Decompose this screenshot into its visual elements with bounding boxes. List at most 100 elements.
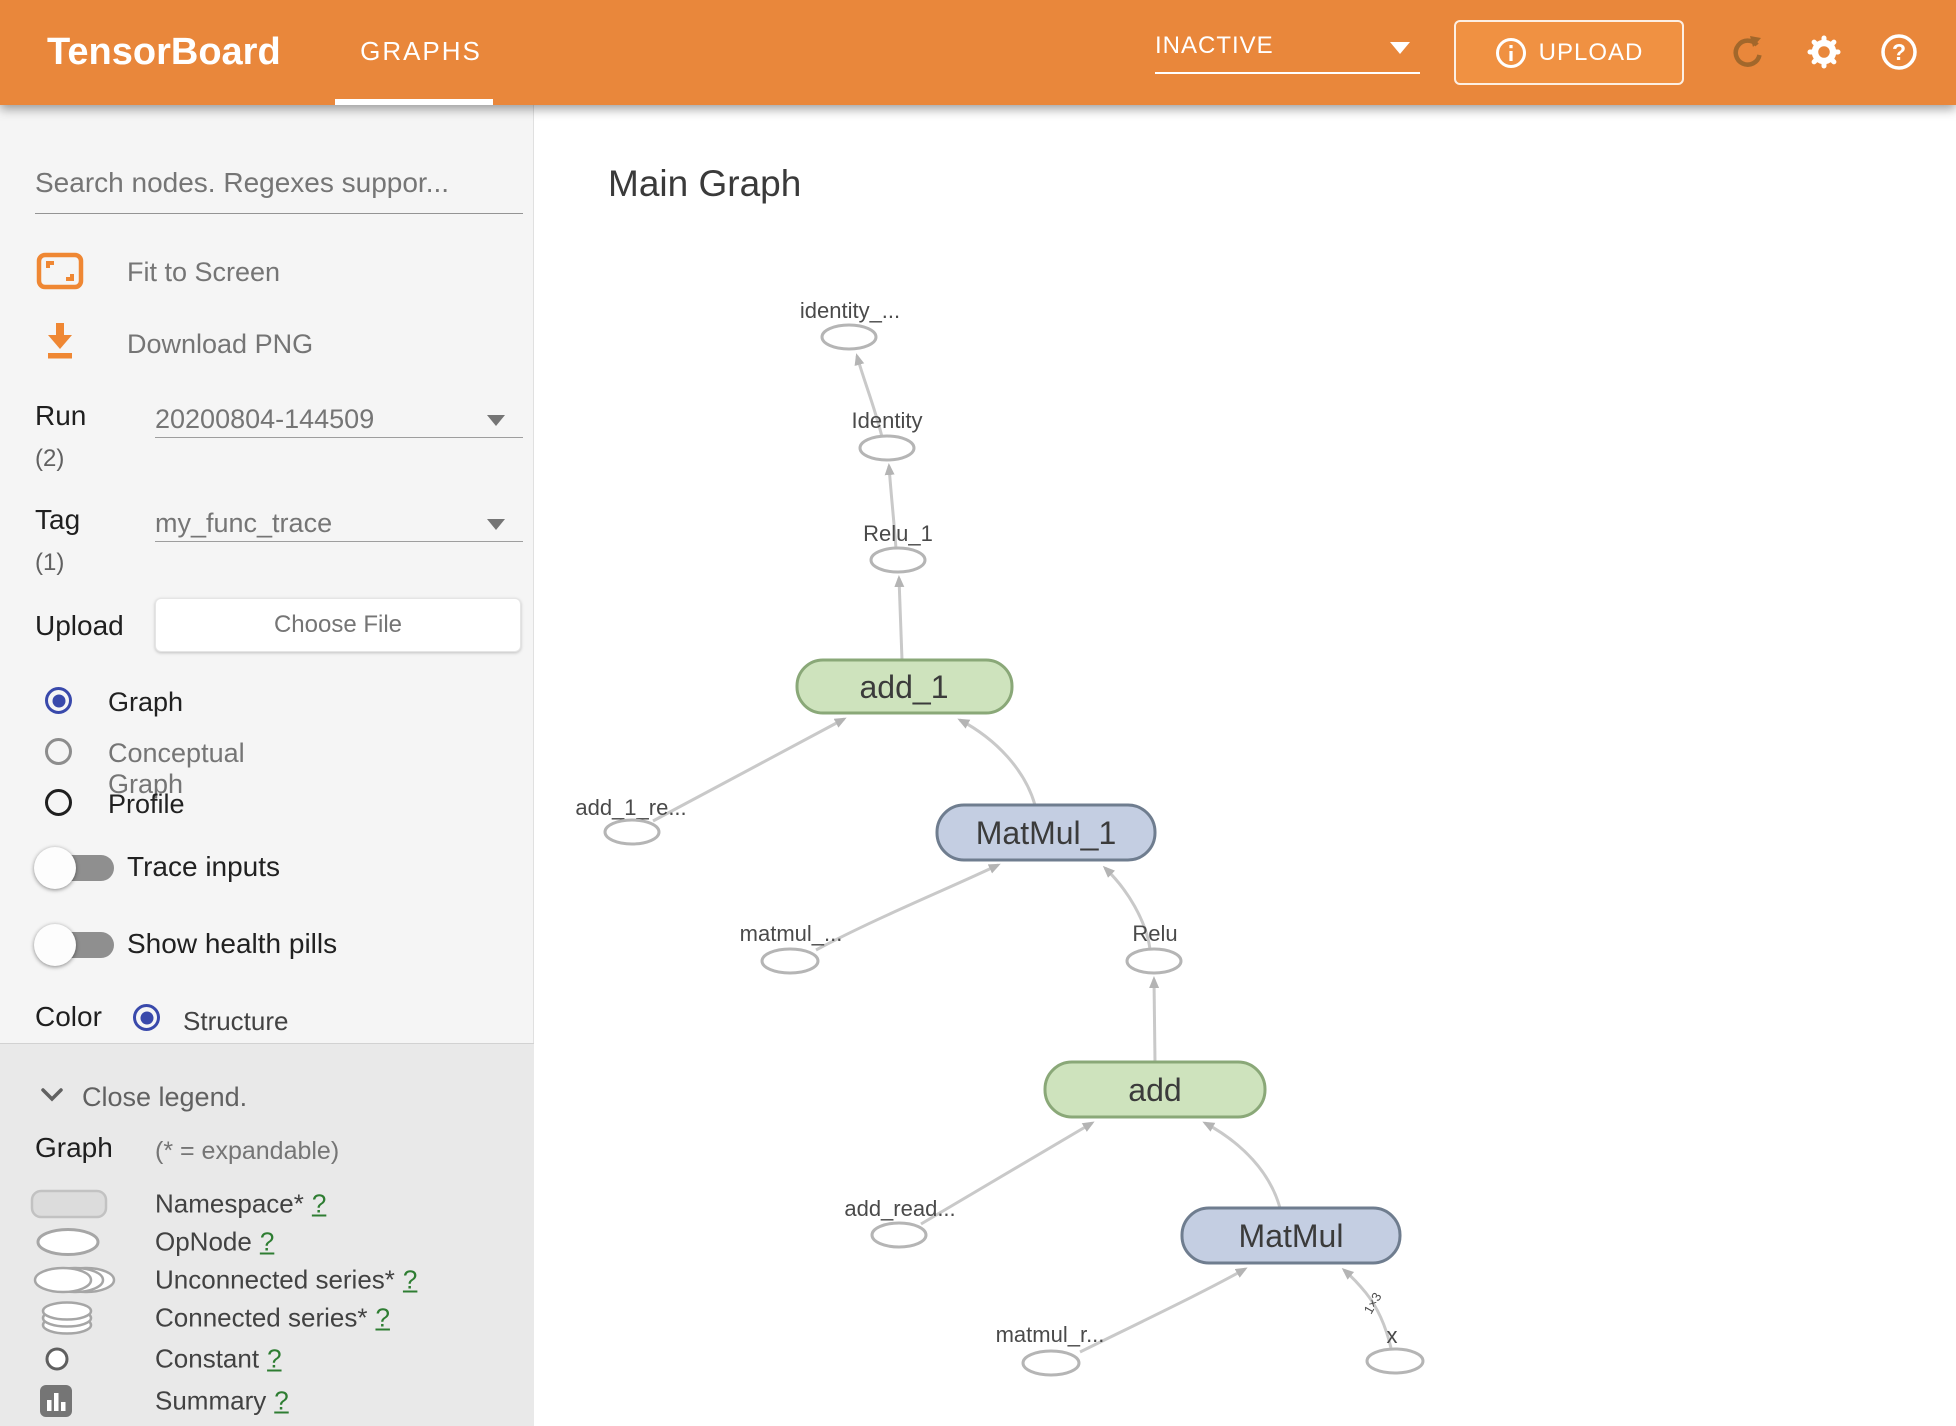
download-png-button[interactable]: Download PNG bbox=[127, 329, 314, 359]
node-add-1[interactable]: add_1 bbox=[795, 658, 1014, 715]
node-add-1-re[interactable]: add_1_re... bbox=[575, 795, 687, 846]
node-x[interactable]: x bbox=[1365, 1323, 1425, 1375]
legend-label: Namespace* bbox=[155, 1188, 304, 1219]
legend-item-connected-series: Connected series*? bbox=[0, 1301, 534, 1335]
legend-item-opnode: OpNode? bbox=[0, 1226, 534, 1258]
settings-gear-icon[interactable] bbox=[1806, 34, 1842, 75]
legend-label: Summary bbox=[155, 1385, 267, 1416]
edge-add-to-relu bbox=[1149, 976, 1160, 1063]
help-link[interactable]: ? bbox=[402, 1264, 418, 1295]
fit-to-screen-icon[interactable] bbox=[36, 252, 84, 295]
choose-file-button[interactable]: Choose File bbox=[155, 598, 521, 652]
legend-item-constant: Constant? bbox=[0, 1343, 534, 1375]
node-identity-out[interactable]: identity_... bbox=[800, 298, 900, 351]
svg-text:Relu: Relu bbox=[1132, 921, 1177, 946]
refresh-icon[interactable] bbox=[1728, 34, 1764, 75]
node-add-read[interactable]: add_read... bbox=[844, 1196, 956, 1249]
status-dropdown[interactable]: INACTIVE bbox=[1155, 28, 1420, 74]
app-title: TensorBoard bbox=[47, 31, 281, 73]
radio-graph: Graph bbox=[45, 687, 183, 719]
close-legend-button[interactable]: Close legend. bbox=[82, 1082, 248, 1112]
help-link[interactable]: ? bbox=[259, 1226, 275, 1257]
toggle-knob bbox=[34, 847, 76, 889]
app-header: TensorBoard GRAPHS INACTIVE UPLOAD bbox=[0, 0, 1956, 105]
radio-conceptual-graph-label[interactable]: Conceptual Graph bbox=[108, 738, 245, 799]
edge-relu1-to-identity bbox=[884, 463, 898, 550]
run-select-underline bbox=[155, 437, 523, 438]
toggle-knob bbox=[34, 924, 76, 966]
tag-select[interactable]: my_func_trace bbox=[155, 508, 333, 538]
svg-text:add: add bbox=[1128, 1072, 1181, 1108]
edge-matmulr-to-matmul bbox=[1079, 1267, 1248, 1354]
edge-matmul-to-add bbox=[1202, 1121, 1282, 1209]
help-icon[interactable]: ? bbox=[1880, 33, 1918, 76]
opnode-icon bbox=[34, 1226, 102, 1258]
svg-text:MatMul_1: MatMul_1 bbox=[976, 815, 1117, 851]
upload-button-label: UPLOAD bbox=[1538, 38, 1644, 66]
svg-text:matmul_...: matmul_... bbox=[740, 921, 843, 946]
radio-structure-control[interactable] bbox=[133, 1004, 160, 1031]
active-tab-indicator bbox=[335, 99, 493, 105]
show-health-pills-label: Show health pills bbox=[127, 928, 338, 959]
radio-conceptual-graph: Conceptual Graph bbox=[45, 738, 245, 799]
caret-down-icon bbox=[1390, 42, 1410, 54]
tag-count: (1) bbox=[35, 549, 65, 576]
caret-down-icon bbox=[487, 415, 505, 426]
show-health-pills-toggle[interactable] bbox=[34, 924, 114, 966]
radio-profile-control[interactable] bbox=[45, 789, 72, 816]
legend-label: Unconnected series* bbox=[155, 1264, 395, 1295]
edge-x-to-matmul bbox=[1341, 1268, 1393, 1349]
edge-add1-to-relu1 bbox=[894, 575, 905, 661]
legend-heading: Graph bbox=[35, 1132, 113, 1163]
trace-inputs-label: Trace inputs bbox=[127, 851, 281, 882]
namespace-icon bbox=[30, 1189, 108, 1219]
svg-text:MatMul: MatMul bbox=[1239, 1218, 1344, 1254]
node-relu[interactable]: Relu bbox=[1125, 921, 1183, 975]
legend-note: (* = expandable) bbox=[155, 1137, 340, 1165]
radio-structure-label[interactable]: Structure bbox=[183, 1006, 289, 1036]
radio-profile-label[interactable]: Profile bbox=[108, 789, 185, 819]
node-matmul-r[interactable]: matmul_r... bbox=[996, 1322, 1105, 1377]
legend-label: Connected series* bbox=[155, 1302, 368, 1333]
legend-item-summary: Summary? bbox=[0, 1385, 534, 1417]
node-add[interactable]: add bbox=[1043, 1060, 1267, 1119]
radio-graph-label[interactable]: Graph bbox=[108, 687, 184, 717]
tab-graphs[interactable]: GRAPHS bbox=[360, 36, 482, 66]
svg-text:x: x bbox=[1387, 1323, 1398, 1348]
upload-label: Upload bbox=[35, 610, 124, 641]
fit-to-screen-button[interactable]: Fit to Screen bbox=[127, 257, 281, 287]
svg-text:?: ? bbox=[1892, 39, 1906, 65]
legend-item-namespace: Namespace*? bbox=[0, 1188, 534, 1220]
legend-label: Constant bbox=[155, 1343, 260, 1374]
upload-button[interactable]: UPLOAD bbox=[1454, 20, 1684, 85]
edge-relu-to-matmul1 bbox=[1102, 865, 1152, 950]
node-matmul-in[interactable]: matmul_... bbox=[740, 921, 843, 975]
legend-label: OpNode bbox=[155, 1226, 252, 1257]
node-identity[interactable]: Identity bbox=[852, 408, 923, 462]
svg-text:matmul_r...: matmul_r... bbox=[996, 1322, 1105, 1347]
svg-text:Relu_1: Relu_1 bbox=[863, 521, 933, 546]
search-input[interactable] bbox=[35, 167, 523, 214]
help-link[interactable]: ? bbox=[311, 1188, 327, 1219]
info-icon bbox=[1495, 37, 1527, 69]
caret-down-icon bbox=[487, 519, 505, 530]
help-link[interactable]: ? bbox=[267, 1343, 282, 1374]
summary-icon bbox=[40, 1385, 72, 1417]
run-select[interactable]: 20200804-144509 bbox=[155, 404, 375, 434]
legend-panel: Close legend. Graph (* = expandable) Nam… bbox=[0, 1043, 534, 1426]
graph-nodes: identity_... Identity Relu_1 add_1 add_1… bbox=[575, 298, 1425, 1377]
legend-item-unconnected-series: Unconnected series*? bbox=[0, 1264, 534, 1296]
node-matmul[interactable]: MatMul bbox=[1180, 1206, 1402, 1265]
help-link[interactable]: ? bbox=[274, 1385, 289, 1416]
node-matmul-1[interactable]: MatMul_1 bbox=[935, 803, 1157, 862]
node-relu-1[interactable]: Relu_1 bbox=[863, 521, 933, 574]
unconnected-series-icon bbox=[32, 1264, 118, 1296]
trace-inputs-toggle[interactable] bbox=[34, 847, 114, 889]
radio-graph-control[interactable] bbox=[45, 687, 72, 714]
chevron-down-icon[interactable] bbox=[40, 1087, 64, 1108]
sidebar: Fit to Screen Download PNG Run (2) 20200… bbox=[0, 105, 534, 1426]
help-link[interactable]: ? bbox=[375, 1302, 390, 1333]
download-icon[interactable] bbox=[42, 321, 78, 366]
radio-conceptual-graph-control[interactable] bbox=[45, 738, 72, 765]
run-label: Run bbox=[35, 400, 87, 431]
